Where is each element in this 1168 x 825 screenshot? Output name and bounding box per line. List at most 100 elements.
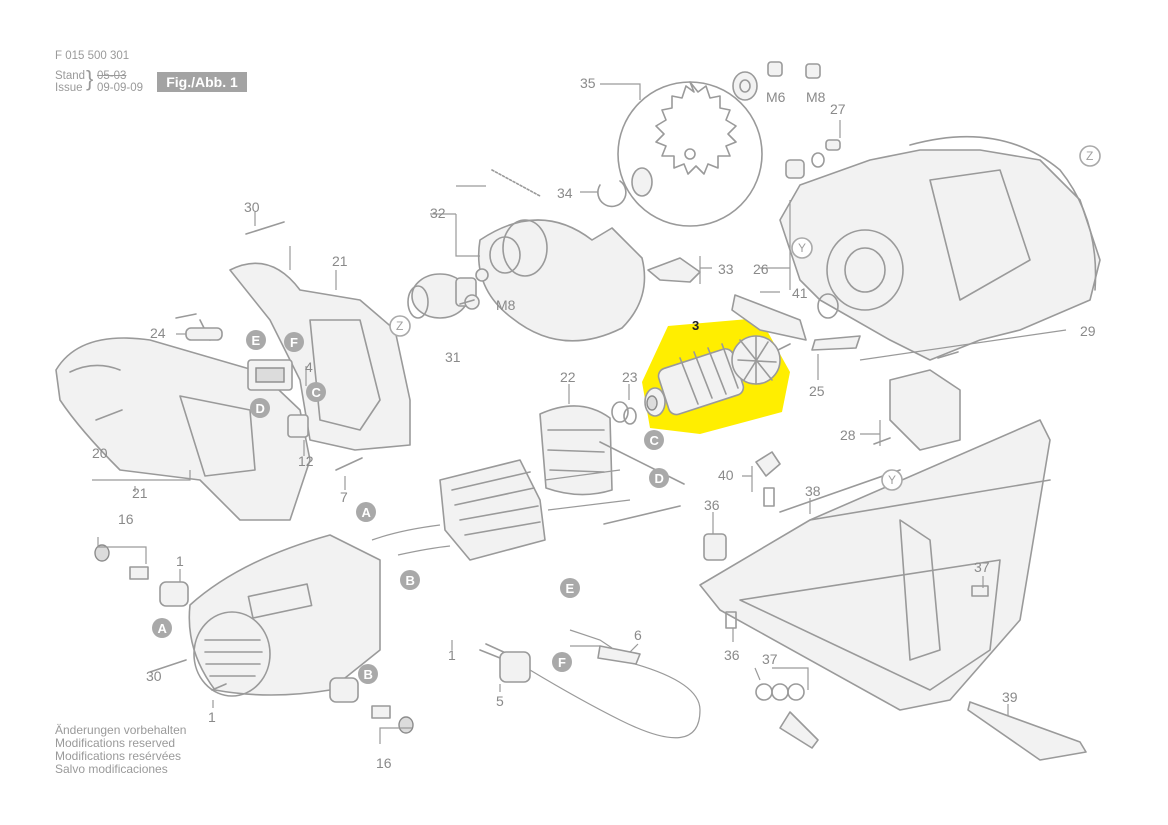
label-39: 39: [1002, 689, 1018, 705]
bearing-flange: [731, 293, 861, 351]
label-37-left: 37: [762, 651, 778, 667]
label-36-bottom: 36: [724, 647, 740, 663]
connector-a-brush: A: [152, 618, 172, 638]
svg-text:C: C: [650, 433, 660, 448]
power-cord: [479, 643, 701, 739]
bevel-knob: [755, 451, 781, 507]
connector-a-stator: A: [356, 502, 376, 522]
svg-text:F: F: [558, 655, 566, 670]
label-22: 22: [560, 369, 576, 385]
ref-z-case: Z: [1079, 145, 1101, 167]
svg-text:E: E: [566, 581, 575, 596]
connector-f-switch: F: [284, 332, 304, 352]
label-m8-left: M8: [496, 297, 516, 313]
label-20: 20: [92, 445, 108, 461]
stand-label: Stand: [55, 70, 86, 82]
leader-lines: [92, 83, 1067, 744]
part-number-labels: 30 21 24 4 12 20 21 7 16 1 30 1 1 16 32 …: [92, 75, 1096, 771]
connector-f-cord: F: [552, 652, 572, 672]
connector-e-cord: E: [560, 578, 580, 598]
stator-field: [371, 459, 631, 561]
svg-text:E: E: [252, 333, 261, 348]
saw-blade: [617, 81, 763, 227]
svg-text:A: A: [362, 505, 372, 520]
reference-marks: Z Z Y Y: [389, 145, 1101, 491]
label-16-bottom: 16: [376, 755, 392, 771]
label-29: 29: [1080, 323, 1096, 339]
svg-text:Y: Y: [798, 241, 806, 255]
guard-lever: [647, 257, 701, 283]
label-16-left: 16: [118, 511, 134, 527]
brace-mark: }: [86, 66, 94, 91]
gearbox-spindle: [407, 268, 489, 319]
label-21-handle: 21: [332, 253, 348, 269]
label-31: 31: [445, 349, 461, 365]
fence-hardware: [755, 585, 989, 749]
label-5: 5: [496, 693, 504, 709]
label-1-bottom: 1: [208, 709, 216, 725]
svg-text:A: A: [158, 621, 168, 636]
svg-text:Z: Z: [1086, 149, 1093, 163]
lower-guard: [477, 169, 646, 342]
connector-e-switch: E: [246, 330, 266, 350]
label-6: 6: [634, 627, 642, 643]
label-27: 27: [830, 101, 846, 117]
connector-d-switch: D: [250, 398, 270, 418]
ref-y-case: Y: [791, 237, 813, 259]
label-30-top: 30: [244, 199, 260, 215]
document-number: F 015 500 301: [55, 50, 130, 62]
label-7: 7: [340, 489, 348, 505]
label-41: 41: [792, 285, 808, 301]
connector-b-stator: B: [400, 570, 420, 590]
label-35: 35: [580, 75, 596, 91]
blade-flange-parts: [597, 61, 821, 208]
connector-c-switch: C: [306, 382, 326, 402]
fan-baffle: [539, 401, 637, 496]
screws: [95, 221, 959, 691]
housing-left-half: [55, 337, 311, 521]
label-36-top: 36: [704, 497, 720, 513]
notice-english: Modifications reserved: [55, 736, 176, 750]
label-m6: M6: [766, 89, 786, 105]
label-37-right: 37: [974, 559, 990, 575]
label-24: 24: [150, 325, 166, 341]
bearing-parts: [785, 139, 841, 179]
svg-text:D: D: [256, 401, 265, 416]
label-38: 38: [805, 483, 821, 499]
ref-z-gearbox: Z: [389, 315, 411, 337]
label-32: 32: [430, 205, 446, 221]
svg-text:C: C: [312, 385, 322, 400]
old-issue-date: 05-03: [97, 70, 127, 82]
armature-part: [644, 335, 791, 417]
motor-housing: [188, 534, 381, 697]
ref-y-base: Y: [881, 469, 903, 491]
label-4: 4: [305, 359, 313, 375]
label-34: 34: [557, 185, 573, 201]
brush-holders: [159, 581, 359, 703]
notice-german: Änderungen vorbehalten: [55, 723, 187, 737]
issue-label: Issue: [55, 82, 83, 94]
label-21-left: 21: [132, 485, 148, 501]
handle-housing: [229, 262, 411, 451]
connector-b-brush: B: [358, 664, 378, 684]
label-m8-top: M8: [806, 89, 826, 105]
svg-text:B: B: [406, 573, 415, 588]
svg-text:Z: Z: [396, 319, 403, 333]
notice-spanish: Salvo modificaciones: [55, 762, 168, 776]
base-plate: [699, 419, 1087, 761]
svg-text:B: B: [364, 667, 373, 682]
label-30-bottom: 30: [146, 668, 162, 684]
modifications-notice: Änderungen vorbehalten Modifications res…: [55, 724, 186, 776]
label-3: 3: [692, 318, 699, 333]
svg-text:F: F: [290, 335, 298, 350]
connection-markers: E F C D C D A B A B E F: [152, 330, 669, 684]
cord-leads: [569, 629, 641, 665]
label-23: 23: [622, 369, 638, 385]
new-issue-date: 09-09-09: [97, 82, 144, 94]
gear-case: [779, 135, 1101, 361]
svg-text:Y: Y: [888, 473, 896, 487]
figure-label: Fig./Abb. 1: [157, 72, 247, 92]
label-1-left: 1: [176, 553, 184, 569]
